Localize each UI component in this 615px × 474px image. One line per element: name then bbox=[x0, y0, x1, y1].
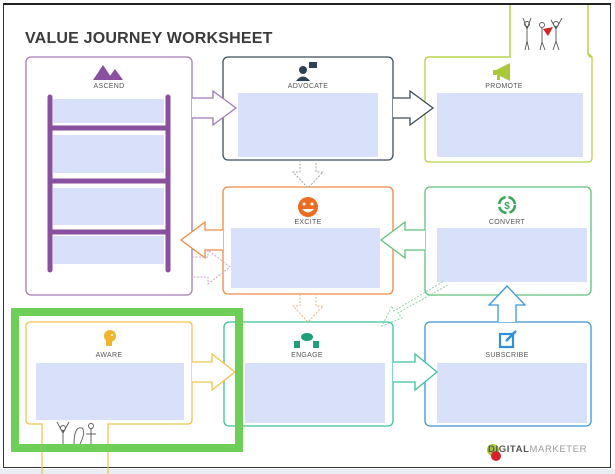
convert-input[interactable] bbox=[437, 228, 587, 282]
aware-box bbox=[25, 321, 193, 474]
logo-light-text: MARKETER bbox=[529, 444, 588, 455]
celebrating-people-icon bbox=[522, 17, 563, 51]
edit-icon bbox=[498, 330, 517, 349]
ascend-input-1[interactable] bbox=[53, 99, 164, 123]
arrow-engage-to-subscribe bbox=[393, 352, 439, 392]
arrow-convert-to-excite bbox=[379, 220, 425, 260]
mountain-icon bbox=[93, 65, 123, 80]
stage-label-subscribe: SUBSCRIBE bbox=[485, 352, 529, 359]
advocate-input[interactable] bbox=[238, 93, 378, 157]
stage-label-engage: ENGAGE bbox=[291, 352, 323, 359]
dotted-arrow-excite-to-engage bbox=[291, 294, 325, 323]
smiley-icon bbox=[298, 197, 318, 217]
arrow-advocate-to-promote bbox=[393, 89, 435, 127]
stage-label-ascend: ASCEND bbox=[93, 83, 125, 90]
subscribe-input[interactable] bbox=[437, 363, 587, 423]
stage-label-convert: CONVERT bbox=[488, 219, 526, 226]
ascend-input-3[interactable] bbox=[53, 188, 164, 225]
head-lightbulb-icon bbox=[104, 330, 116, 346]
dotted-arrow-convert-to-engage bbox=[380, 280, 449, 327]
ascend-box bbox=[25, 56, 193, 296]
aware-highlight-box bbox=[11, 308, 243, 452]
stage-label-aware: AWARE bbox=[95, 352, 123, 359]
people-chat-icon bbox=[294, 333, 319, 348]
excite-input[interactable] bbox=[231, 228, 380, 288]
dollar-cycle-icon: $ bbox=[497, 195, 517, 215]
bottom-strip bbox=[0, 469, 615, 474]
promote-box bbox=[424, 5, 593, 163]
digital-marketer-logo: DIGITALMARKETER bbox=[488, 444, 587, 455]
stage-label-excite: EXCITE bbox=[294, 219, 322, 226]
dotted-arrow-ascend-to-excite bbox=[192, 248, 231, 286]
ladder-icon bbox=[47, 94, 171, 273]
page-title: VALUE JOURNEY WORKSHEET bbox=[25, 30, 273, 47]
engage-input[interactable] bbox=[245, 363, 385, 423]
arrow-ascend-to-advocate bbox=[192, 89, 238, 127]
svg-text:$: $ bbox=[504, 201, 510, 212]
dotted-arrow-advocate-to-excite bbox=[291, 160, 325, 189]
stage-label-advocate: ADVOCATE bbox=[287, 83, 329, 90]
red-cape-icon bbox=[543, 27, 553, 36]
arrow-subscribe-to-convert bbox=[487, 285, 527, 322]
ascend-input-2[interactable] bbox=[53, 135, 164, 173]
arrow-excite-to-ascend bbox=[179, 220, 223, 260]
person-speech-icon bbox=[296, 62, 317, 81]
logo-gear-icon bbox=[487, 444, 501, 461]
stage-label-promote: PROMOTE bbox=[485, 83, 523, 90]
stick-figures-icon bbox=[56, 421, 96, 445]
aware-input[interactable] bbox=[36, 363, 184, 420]
logo-bold-text: DIGITAL bbox=[488, 444, 530, 455]
ascend-input-4[interactable] bbox=[53, 236, 164, 264]
promote-input[interactable] bbox=[437, 93, 583, 157]
megaphone-icon bbox=[493, 63, 510, 81]
